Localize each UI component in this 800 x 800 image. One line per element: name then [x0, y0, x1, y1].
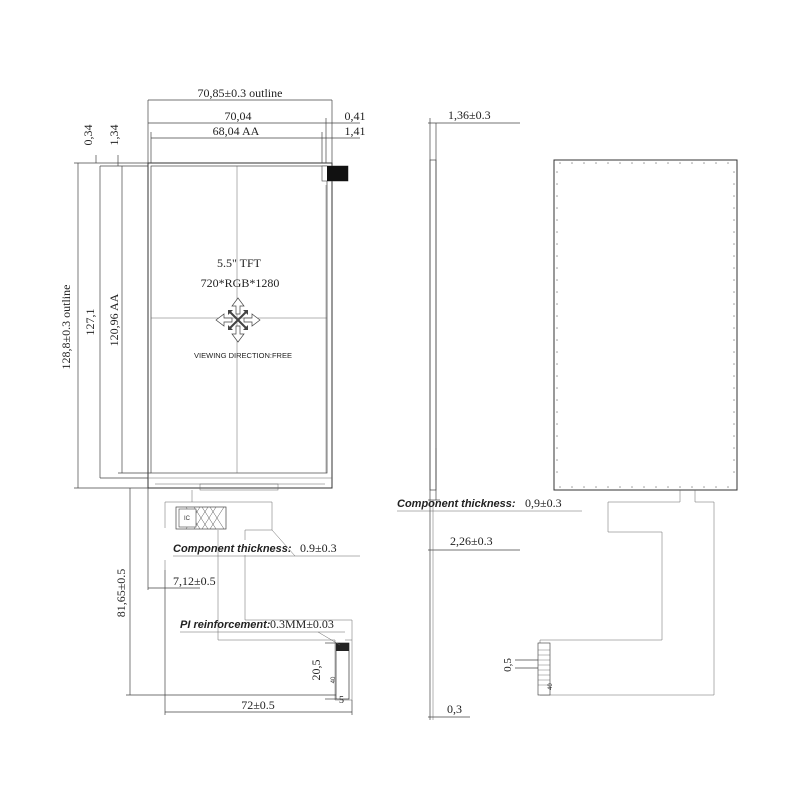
aa-width-dim: 68,04 AA — [213, 124, 260, 138]
fpc-length-dim: 81,65±0.5 — [114, 569, 128, 618]
side-component-thickness-value: 0,9±0.3 — [525, 496, 562, 510]
top-034-dim: 0,34 — [81, 125, 95, 146]
resolution-label: 720*RGB*1280 — [201, 276, 280, 290]
width-70-dim: 70,04 — [225, 109, 252, 123]
top-134-dim: 1,34 — [107, 125, 121, 146]
back-outline — [553, 159, 738, 491]
back-view: 0,5 40 — [502, 159, 738, 696]
film-tab-black — [327, 166, 348, 181]
back-connector-width-dim: 0,5 — [502, 658, 514, 672]
offset-141-dim: 1,41 — [345, 124, 366, 138]
component-thickness-value: 0.9±0.3 — [300, 541, 337, 555]
height-1271-dim: 127,1 — [83, 309, 97, 336]
side-thickness-dim: 1,36±0.3 — [448, 108, 491, 122]
viewing-direction-label: VIEWING DIRECTION:FREE — [194, 351, 292, 360]
outline-width-dim: 70,85±0.3 outline — [198, 86, 283, 100]
screen-size-label: 5.5" TFT — [217, 256, 262, 270]
pi-reinforcement-label: PI reinforcement: — [180, 619, 271, 631]
back-pin-count: 40 — [548, 683, 554, 690]
side-component-thickness-label: Component thickness: — [397, 498, 516, 510]
outline-height-dim: 128,8±0.3 outline — [59, 285, 73, 370]
back-fpc — [539, 490, 715, 696]
front-pin-count: 40 — [331, 676, 337, 683]
front-left-dimensions — [74, 155, 353, 715]
pi-reinforcement-value: 0.3MM±0.03 — [270, 617, 334, 631]
viewing-direction-icon — [215, 297, 261, 343]
ic-label: IC — [184, 516, 191, 522]
front-view: 5.5" TFT 720*RGB*1280 VIEWING DIRECTION:… — [59, 86, 366, 715]
total-thickness-dim: 2,26±0.3 — [450, 534, 493, 548]
connector-length-dim: 20,5 — [309, 660, 323, 681]
fpc-thickness-dim: 0,3 — [447, 702, 462, 716]
offset-041-dim: 0,41 — [345, 109, 366, 123]
fpc-offset-dim: 7,12±0.5 — [173, 574, 216, 588]
back-connector — [537, 642, 551, 696]
aa-height-dim: 120,96 AA — [107, 293, 121, 346]
component-thickness-label: Component thickness: — [173, 543, 292, 555]
connector-width-dim: 5 — [339, 695, 344, 706]
fpc-span-dim: 72±0.5 — [241, 698, 275, 712]
active-area — [150, 165, 328, 474]
module-outline — [147, 162, 333, 489]
fpc-connector — [335, 642, 350, 700]
front-top-dimensions — [147, 99, 360, 163]
side-view: 1,36±0.3 Component thickness: 0,9±0.3 2,… — [397, 108, 582, 720]
fpc-cable: IC — [164, 483, 353, 701]
